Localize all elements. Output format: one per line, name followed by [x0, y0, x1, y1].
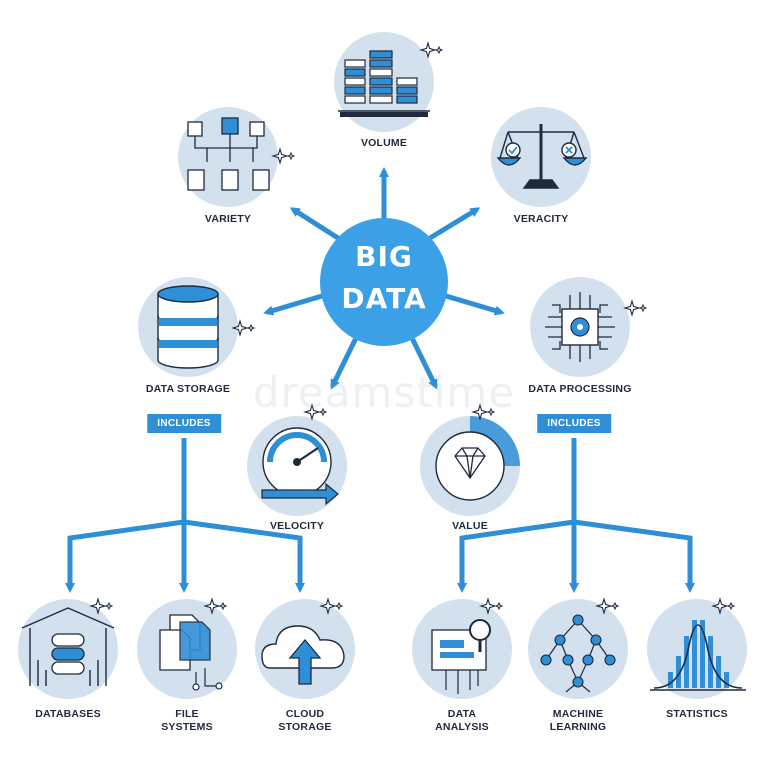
arrow-value	[410, 337, 438, 390]
cloud-storage-icon	[255, 598, 355, 699]
label-machine-learning-line2: LEARNING	[549, 721, 607, 733]
arrow-data-processing	[443, 293, 505, 316]
label-statistics-line1: STATISTICS	[666, 708, 728, 720]
arrow-velocity	[330, 337, 358, 390]
label-cloud-storage: CLOUD STORAGE	[278, 708, 331, 734]
storage-includes-tag: INCLUDES	[147, 414, 221, 433]
label-machine-learning-line1: MACHINE	[552, 708, 604, 720]
data-storage-icon	[138, 277, 255, 377]
label-volume: VOLUME	[360, 137, 408, 149]
label-file-systems-line1: FILE	[175, 708, 199, 720]
processing-tree	[457, 438, 695, 593]
big-data-title-line2: DATA	[341, 282, 427, 315]
processing-includes-tag: INCLUDES	[537, 414, 611, 433]
label-file-systems: FILE SYSTEMS	[161, 708, 213, 734]
databases-icon	[18, 598, 118, 699]
watermark: dreamstime	[252, 368, 516, 417]
velocity-icon	[247, 404, 347, 516]
arrow-veracity	[427, 207, 481, 241]
label-data-analysis-line2: ANALYSIS	[435, 721, 489, 733]
arrow-data-storage	[263, 293, 325, 316]
veracity-icon	[491, 107, 591, 207]
label-variety: VARIETY	[204, 213, 252, 225]
label-cloud-storage-line1: CLOUD	[285, 708, 325, 720]
data-processing-icon	[530, 277, 647, 377]
machine-learning-icon	[528, 598, 628, 699]
label-file-systems-line2: SYSTEMS	[161, 721, 213, 733]
storage-tree	[65, 438, 305, 593]
radial-arrows	[263, 167, 505, 390]
big-data-circle	[320, 218, 448, 346]
volume-icon	[334, 32, 443, 132]
variety-icon	[178, 107, 295, 207]
label-databases: DATABASES	[35, 708, 101, 721]
data-analysis-icon	[412, 598, 512, 699]
label-data-processing: DATA PROCESSING	[528, 383, 632, 395]
label-databases-line1: DATABASES	[35, 708, 101, 720]
label-cloud-storage-line2: STORAGE	[278, 721, 332, 733]
arrow-variety	[289, 207, 341, 241]
label-velocity: VELOCITY	[269, 520, 325, 532]
file-systems-icon	[137, 598, 237, 699]
statistics-icon	[647, 598, 747, 699]
label-machine-learning: MACHINE LEARNING	[550, 708, 606, 734]
label-statistics: STATISTICS	[666, 708, 728, 721]
label-data-analysis: DATA ANALYSIS	[435, 708, 489, 734]
value-icon	[420, 404, 520, 516]
label-value: VALUE	[452, 520, 488, 532]
label-data-storage: DATA STORAGE	[145, 383, 231, 395]
label-veracity: VERACITY	[513, 213, 569, 225]
label-data-analysis-line1: DATA	[447, 708, 477, 720]
big-data-title-line1: BIG	[355, 240, 413, 273]
